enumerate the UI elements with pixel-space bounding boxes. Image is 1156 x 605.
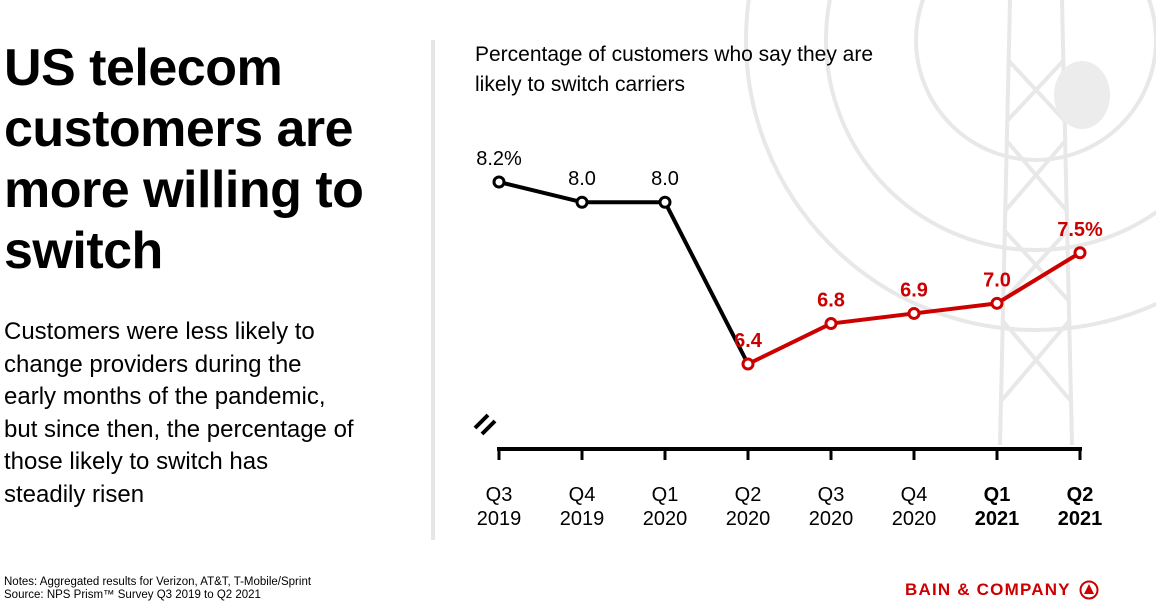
divider xyxy=(431,40,435,540)
data-label: 6.4 xyxy=(734,330,763,352)
data-label: 6.9 xyxy=(900,279,928,301)
brand-name: BAIN & COMPANY xyxy=(905,580,1071,599)
data-label: 8.2% xyxy=(476,148,522,170)
brand-logo: BAIN & COMPANY xyxy=(905,580,1099,600)
notes-line: Notes: Aggregated results for Verizon, A… xyxy=(4,576,312,588)
data-point xyxy=(907,306,921,320)
data-point xyxy=(741,357,755,371)
headline: US telecom customers are more willing to… xyxy=(4,39,364,280)
chart-title: Percentage of customers who say they are… xyxy=(475,43,874,96)
data-label: 8.0 xyxy=(651,168,679,190)
data-labels: 8.2% 8.0 8.0 6.4 6.8 6.9 7.0 7.5% xyxy=(476,148,1103,352)
data-label: 6.8 xyxy=(817,290,845,312)
data-point xyxy=(1073,246,1087,260)
data-label: 7.5% xyxy=(1057,219,1103,241)
data-label: 8.0 xyxy=(568,168,596,190)
source-line: Source: NPS Prism™ Survey Q3 2019 to Q2 … xyxy=(4,589,261,601)
data-point xyxy=(990,296,1004,310)
bain-logo-icon xyxy=(1079,580,1099,600)
data-points xyxy=(492,175,1087,371)
data-point xyxy=(575,195,589,209)
data-point xyxy=(824,317,838,331)
data-point xyxy=(658,195,672,209)
data-label: 7.0 xyxy=(983,269,1011,291)
series-line xyxy=(498,180,750,365)
description: Customers were less likely to change pro… xyxy=(4,318,354,508)
notes: Notes: Aggregated results for Verizon, A… xyxy=(4,576,311,602)
axis-break-icon xyxy=(473,413,497,436)
data-point xyxy=(492,175,506,189)
